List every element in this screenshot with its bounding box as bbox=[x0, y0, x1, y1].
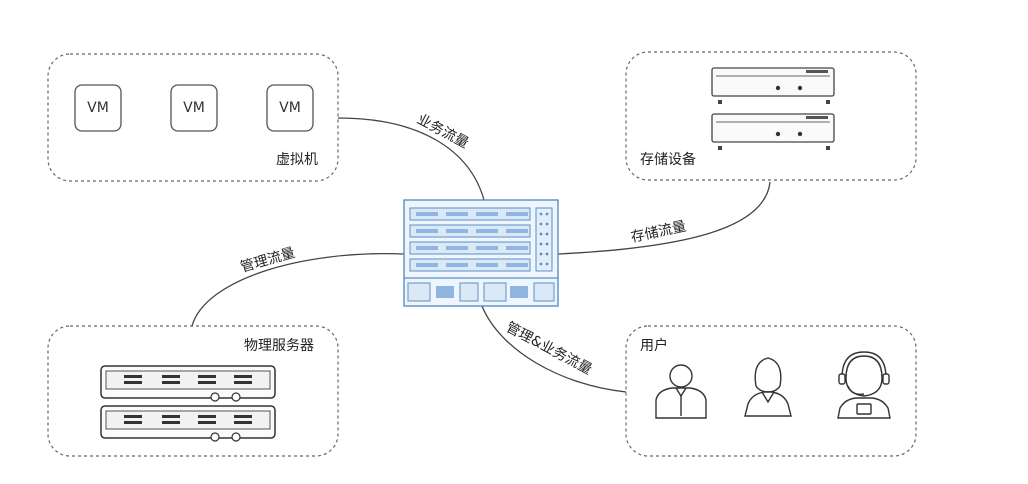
physical-server-group-box bbox=[47, 325, 339, 457]
storage-array-icon bbox=[711, 113, 835, 150]
vm-box bbox=[170, 84, 218, 132]
management-traffic-label: 管理流量 bbox=[239, 245, 297, 276]
storage-group-box bbox=[625, 51, 917, 181]
storage-traffic-label: 存储流量 bbox=[630, 219, 688, 246]
rack-server-icon bbox=[100, 365, 276, 402]
users-group-label: 用户 bbox=[640, 337, 668, 354]
female-user-icon bbox=[744, 357, 792, 417]
users-group-box bbox=[625, 325, 917, 457]
storage-traffic-link bbox=[557, 181, 771, 255]
rack-server-icon bbox=[100, 405, 276, 442]
male-user-icon bbox=[655, 364, 707, 419]
storage-array-icon bbox=[711, 67, 835, 104]
vm-label: VM bbox=[87, 100, 109, 116]
vm-box bbox=[266, 84, 314, 132]
management-traffic-link bbox=[191, 252, 405, 327]
business-traffic-label: 业务流量 bbox=[414, 111, 471, 151]
business-traffic-link bbox=[337, 117, 485, 201]
physical-server-group-label: 物理服务器 bbox=[244, 338, 314, 354]
central-server-icon bbox=[403, 199, 559, 307]
vm-label: VM bbox=[183, 100, 205, 116]
vm-group-box bbox=[47, 53, 339, 182]
vm-box bbox=[74, 84, 122, 132]
storage-group-label: 存储设备 bbox=[640, 151, 696, 168]
vm-label: VM bbox=[279, 100, 301, 116]
vm-group-label: 虚拟机 bbox=[276, 152, 318, 168]
service-agent-icon bbox=[837, 351, 891, 419]
mgmt-business-traffic-link bbox=[481, 305, 627, 393]
